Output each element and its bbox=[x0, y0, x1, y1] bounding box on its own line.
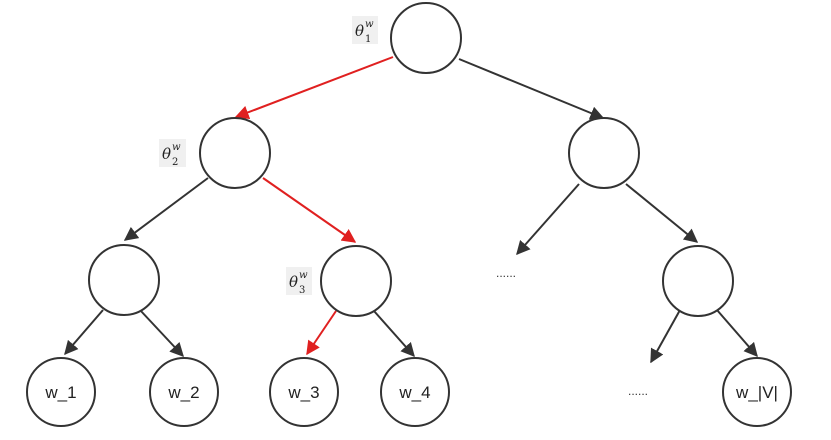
edge-rr-left bbox=[650, 309, 681, 364]
edge-root-right bbox=[458, 58, 605, 120]
theta-label-1: θ w 1 bbox=[352, 16, 378, 45]
theta-label-2: θ w 2 bbox=[159, 139, 186, 168]
edge-lr-left bbox=[306, 310, 337, 356]
ellipsis-middle: ...... bbox=[496, 266, 516, 280]
leaf-label-w3: w_3 bbox=[287, 383, 319, 402]
leaf-node-wv bbox=[722, 357, 792, 427]
theta-3-superscript: w bbox=[299, 270, 308, 281]
edge-r1-left bbox=[516, 183, 580, 256]
leaf-node-w2 bbox=[149, 357, 219, 427]
leaf-node-w4 bbox=[380, 357, 450, 427]
theta-1-subscript: 1 bbox=[365, 34, 371, 45]
edge-l1-right bbox=[262, 177, 357, 243]
leaf-label-w1: w_1 bbox=[44, 383, 76, 402]
theta-label-3: θ w 3 bbox=[286, 267, 312, 296]
tree-node-root bbox=[390, 2, 462, 74]
leaf-label-w4: w_4 bbox=[398, 383, 430, 402]
tree-node-left-right bbox=[320, 245, 392, 317]
theta-3-subscript: 3 bbox=[299, 285, 305, 296]
theta-2-subscript: 2 bbox=[172, 157, 178, 168]
edge-root-left bbox=[234, 56, 394, 120]
theta-2-superscript: w bbox=[172, 142, 181, 153]
leaf-node-w3 bbox=[269, 357, 339, 427]
edge-rr-right bbox=[716, 309, 758, 358]
leaf-label-w2: w_2 bbox=[167, 383, 199, 402]
ellipsis-bottom: ...... bbox=[628, 384, 648, 398]
leaf-node-w1 bbox=[26, 357, 96, 427]
tree-node-left bbox=[199, 117, 271, 189]
leaf-label-wv: w_|V| bbox=[735, 383, 778, 402]
edge-ll-right bbox=[139, 309, 184, 358]
edge-ll-left bbox=[64, 309, 104, 356]
edge-l1-left bbox=[123, 177, 209, 241]
tree-node-left-left bbox=[88, 244, 160, 316]
theta-1-symbol: θ bbox=[355, 22, 364, 40]
tree-node-right-right bbox=[662, 245, 734, 317]
theta-2-symbol: θ bbox=[162, 145, 171, 163]
theta-1-superscript: w bbox=[365, 19, 374, 30]
edge-r1-right bbox=[625, 183, 699, 243]
edge-lr-right bbox=[373, 310, 415, 358]
theta-3-symbol: θ bbox=[289, 273, 298, 291]
tree-node-right bbox=[568, 117, 640, 189]
